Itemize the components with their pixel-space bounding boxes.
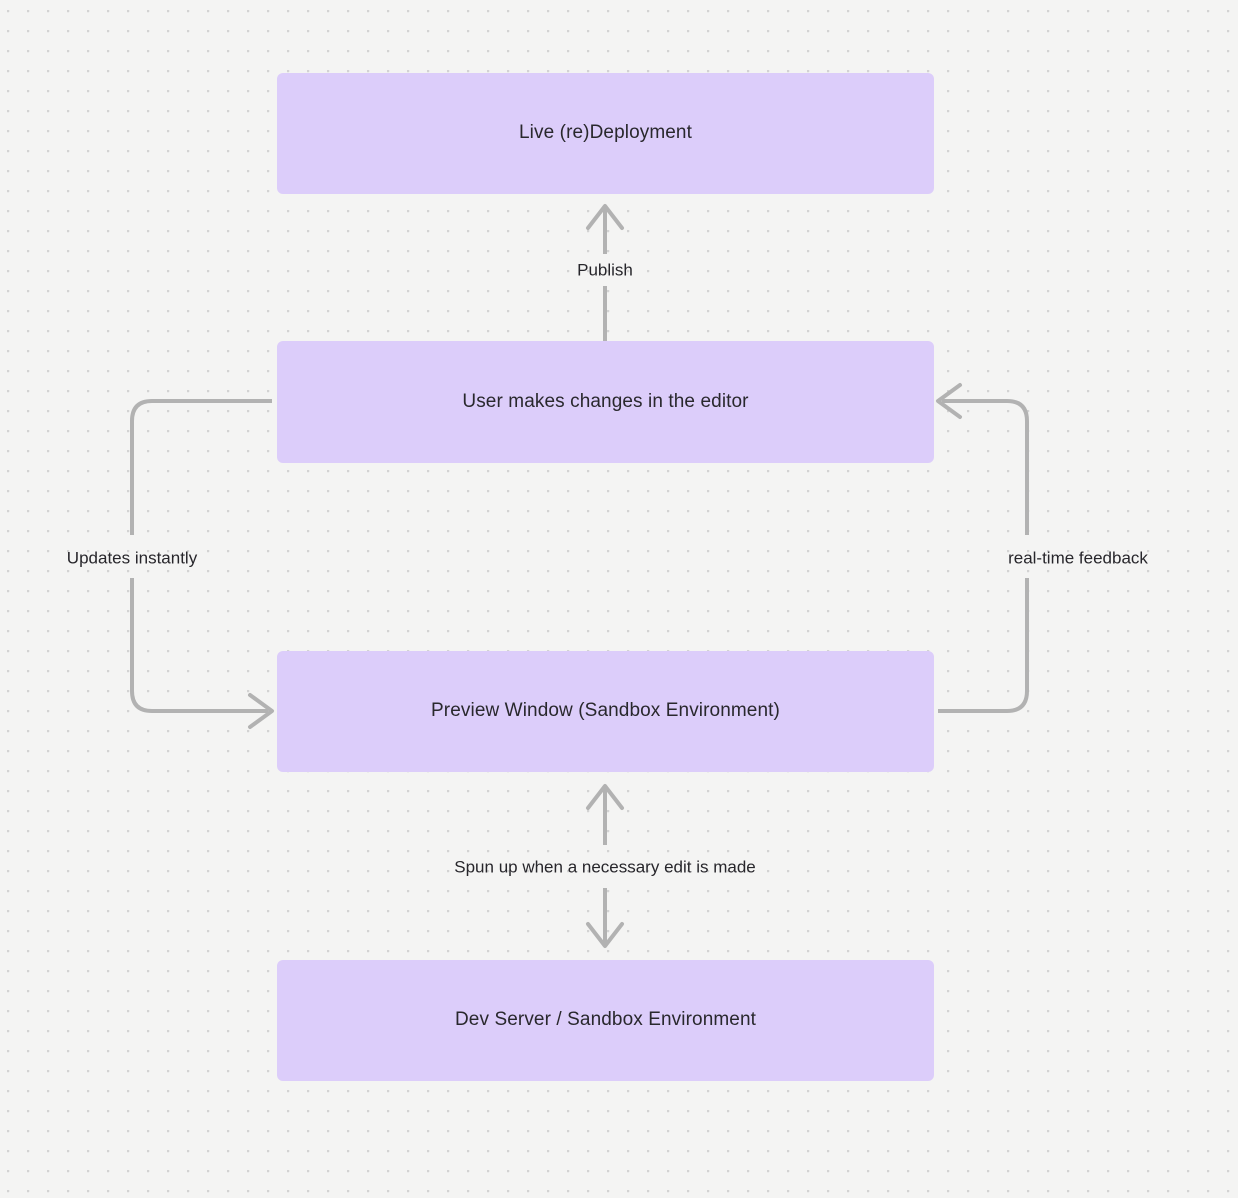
node-label-live-deployment: Live (re)Deployment	[519, 122, 692, 144]
edge-label-spun-up: Spun up when a necessary edit is made	[454, 857, 756, 877]
node-label-dev-server: Dev Server / Sandbox Environment	[454, 1009, 756, 1031]
node-label-user-edits: User makes changes in the editor	[462, 390, 749, 412]
node-preview-window[interactable]: Preview Window (Sandbox Environment)	[277, 651, 934, 772]
edge-label-updates-instantly: Updates instantly	[66, 548, 198, 568]
node-user-edits[interactable]: User makes changes in the editor	[277, 341, 934, 463]
edge-label-publish: Publish	[577, 260, 633, 280]
node-dev-server[interactable]: Dev Server / Sandbox Environment	[277, 960, 934, 1081]
node-live-deployment[interactable]: Live (re)Deployment	[277, 73, 934, 194]
edge-label-real-time-feedback: real-time feedback	[1008, 548, 1148, 568]
node-label-preview-window: Preview Window (Sandbox Environment)	[431, 700, 780, 722]
